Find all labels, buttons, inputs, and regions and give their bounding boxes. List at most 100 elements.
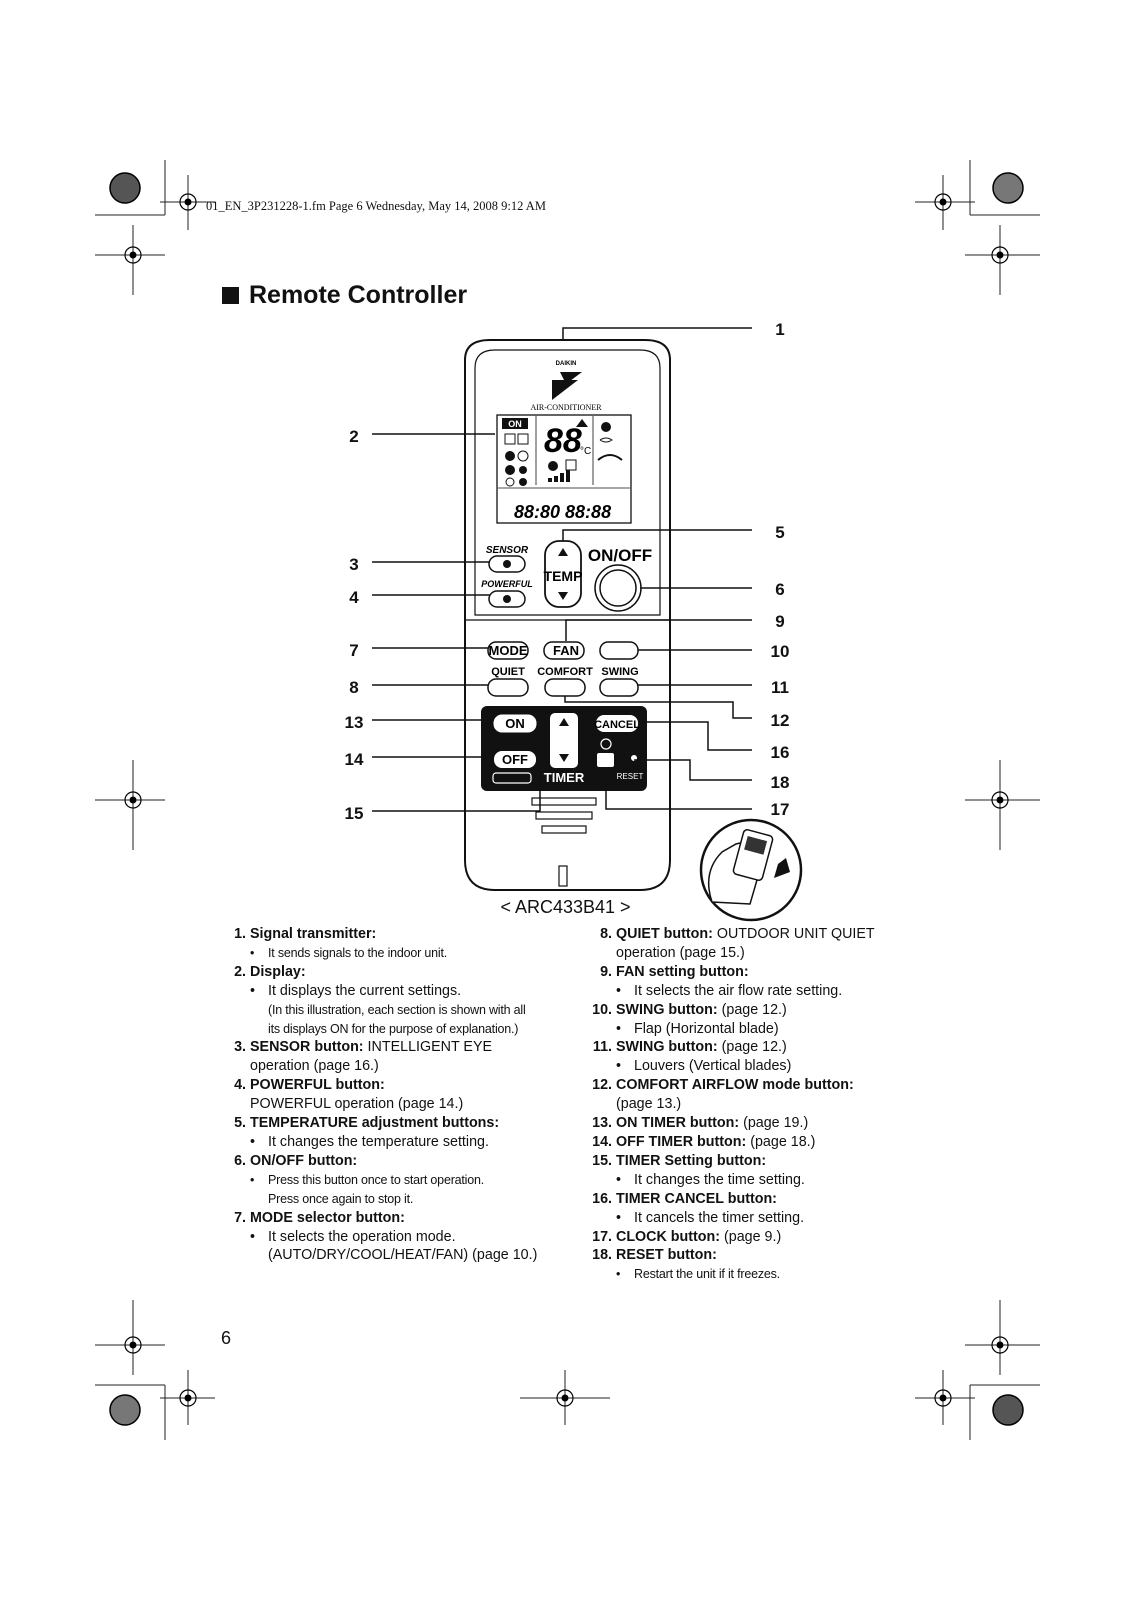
item-title: SWING button: — [616, 1039, 718, 1056]
sensor-label: SENSOR — [486, 545, 529, 556]
callout-5: 5 — [775, 523, 785, 542]
callout-10: 10 — [770, 642, 790, 661]
legend-item-13: 13.ON TIMER button: (page 19.) — [592, 1114, 936, 1133]
cancel-button — [596, 715, 638, 732]
item-title: Signal transmitter: — [250, 926, 377, 942]
quiet-button — [487, 678, 529, 697]
item-detail: Flap (Horizontal blade) — [616, 1020, 936, 1039]
item-number: 7. — [234, 1209, 246, 1226]
file-header: 01_EN_3P231228-1.fm Page 6 Wednesday, Ma… — [206, 199, 546, 213]
reset-label: RESET — [617, 772, 644, 781]
right-legend-column: 8.QUIET button: OUTDOOR UNIT QUIET opera… — [592, 925, 936, 1284]
item-title: QUIET button: — [616, 926, 713, 942]
swing-flap-button — [599, 641, 639, 660]
item-title: ON TIMER button: — [616, 1115, 740, 1132]
callout-18: 18 — [770, 773, 790, 792]
item-number: 18. — [592, 1247, 612, 1264]
item-detail: Restart the unit if it freezes. — [616, 1265, 936, 1284]
item-number: 8. — [600, 926, 612, 942]
quiet-label: QUIET — [491, 666, 525, 678]
legend-item-6: 6.ON/OFF button: Press this button once … — [234, 1152, 560, 1209]
clock-icon — [600, 738, 612, 750]
legend-item-10: 10.SWING button: (page 12.) Flap (Horizo… — [592, 1001, 936, 1039]
legend-item-5: 5.TEMPERATURE adjustment buttons: It cha… — [234, 1114, 560, 1152]
callout-4: 4 — [349, 588, 359, 607]
item-number: 12. — [592, 1077, 612, 1094]
item-title: ON/OFF button: — [250, 1152, 358, 1169]
item-detail: It sends signals to the indoor unit. — [250, 944, 560, 963]
item-title: TEMPERATURE adjustment buttons: — [250, 1115, 500, 1132]
display-unit: °C — [580, 446, 591, 457]
item-note: (In this illustration, each section is s… — [268, 1002, 526, 1017]
legend-item-18: 18.RESET button: Restart the unit if it … — [592, 1246, 936, 1284]
item-number: 9. — [600, 963, 612, 980]
item-title: FAN setting button: — [616, 963, 749, 980]
item-rest: (page 18.) — [746, 1133, 816, 1150]
model-number: < ARC433B41 > — [500, 897, 631, 917]
item-title: CLOCK button: — [616, 1228, 721, 1245]
item-title: Display: — [250, 963, 306, 980]
item-title: RESET button: — [616, 1247, 717, 1264]
item-rest: INTELLIGENT EYE — [363, 1039, 493, 1056]
item-rest: OUTDOOR UNIT QUIET — [712, 926, 875, 942]
legend-item-2: 2.Display: It displays the current setti… — [234, 963, 560, 1039]
temp-label: TEMP — [544, 568, 583, 584]
off-timer-button — [494, 751, 536, 768]
callout-3: 3 — [349, 555, 359, 574]
clock-button — [597, 753, 614, 767]
item-detail: It changes the temperature setting. — [250, 1133, 560, 1152]
item-rest: (page 19.) — [739, 1115, 809, 1132]
legend-item-7: 7.MODE selector button: It selects the o… — [234, 1209, 560, 1266]
item-continuation: operation (page 16.) — [250, 1058, 379, 1075]
legend-item-1: 1.Signal transmitter: It sends signals t… — [234, 925, 560, 963]
callout-12: 12 — [770, 711, 790, 730]
swing-louver-button — [599, 678, 639, 697]
daikin-logo-icon — [552, 372, 582, 400]
callout-8: 8 — [349, 678, 359, 697]
square-bullet-icon — [222, 287, 239, 304]
callout-9: 9 — [775, 612, 785, 631]
callout-16: 16 — [770, 743, 790, 762]
legend-item-9: 9.FAN setting button: It selects the air… — [600, 963, 936, 1001]
off-timer-label: OFF — [502, 752, 528, 767]
legend-item-17: 17.CLOCK button: (page 9.) — [592, 1228, 936, 1247]
item-detail: It cancels the timer setting. — [616, 1209, 936, 1228]
legend-item-8: 8.QUIET button: OUTDOOR UNIT QUIET opera… — [600, 925, 936, 963]
item-continuation: (page 13.) — [616, 1096, 682, 1113]
item-title: MODE selector button: — [250, 1209, 405, 1226]
item-rest: (page 12.) — [717, 1001, 787, 1018]
callout-14: 14 — [344, 750, 364, 769]
item-number: 1. — [234, 926, 246, 942]
item-continuation: POWERFUL operation (page 14.) — [250, 1096, 464, 1113]
comfort-button — [544, 678, 586, 697]
callout-7: 7 — [349, 641, 359, 660]
mode-label: MODE — [489, 643, 528, 658]
item-number: 4. — [234, 1077, 246, 1094]
callout-2: 2 — [349, 427, 359, 446]
item-title: OFF TIMER button: — [616, 1133, 747, 1150]
item-rest: (page 12.) — [717, 1039, 787, 1056]
page-title-text: Remote Controller — [249, 281, 468, 309]
page-number: 6 — [221, 1328, 232, 1348]
item-number: 13. — [592, 1115, 612, 1132]
display-on-indicator: ON — [508, 419, 522, 429]
fan-button — [543, 641, 585, 660]
item-number: 11. — [592, 1039, 612, 1056]
item-detail: It selects the air flow rate setting. — [616, 982, 936, 1001]
item-title: COMFORT AIRFLOW mode button: — [616, 1077, 854, 1094]
air-conditioner-label: AIR-CONDITIONER — [530, 403, 602, 412]
item-detail: It changes the time setting. — [616, 1171, 936, 1190]
item-continuation: (AUTO/DRY/COOL/HEAT/FAN) (page 10.) — [268, 1247, 538, 1264]
legend-item-4: 4.POWERFUL button: POWERFUL operation (p… — [234, 1076, 560, 1114]
item-title: POWERFUL button: — [250, 1077, 385, 1094]
item-number: 15. — [592, 1152, 612, 1169]
legend-item-14: 14.OFF TIMER button: (page 18.) — [592, 1133, 936, 1152]
item-title: SENSOR button: — [250, 1039, 364, 1056]
battery-cover-hand-icon — [699, 818, 803, 922]
item-number: 3. — [234, 1039, 246, 1056]
callout-6: 6 — [775, 580, 785, 599]
fan-label: FAN — [553, 643, 579, 658]
on-timer-label: ON — [505, 716, 525, 731]
item-rest: (page 9.) — [720, 1228, 782, 1245]
page-title: Remote Controller — [222, 281, 467, 310]
